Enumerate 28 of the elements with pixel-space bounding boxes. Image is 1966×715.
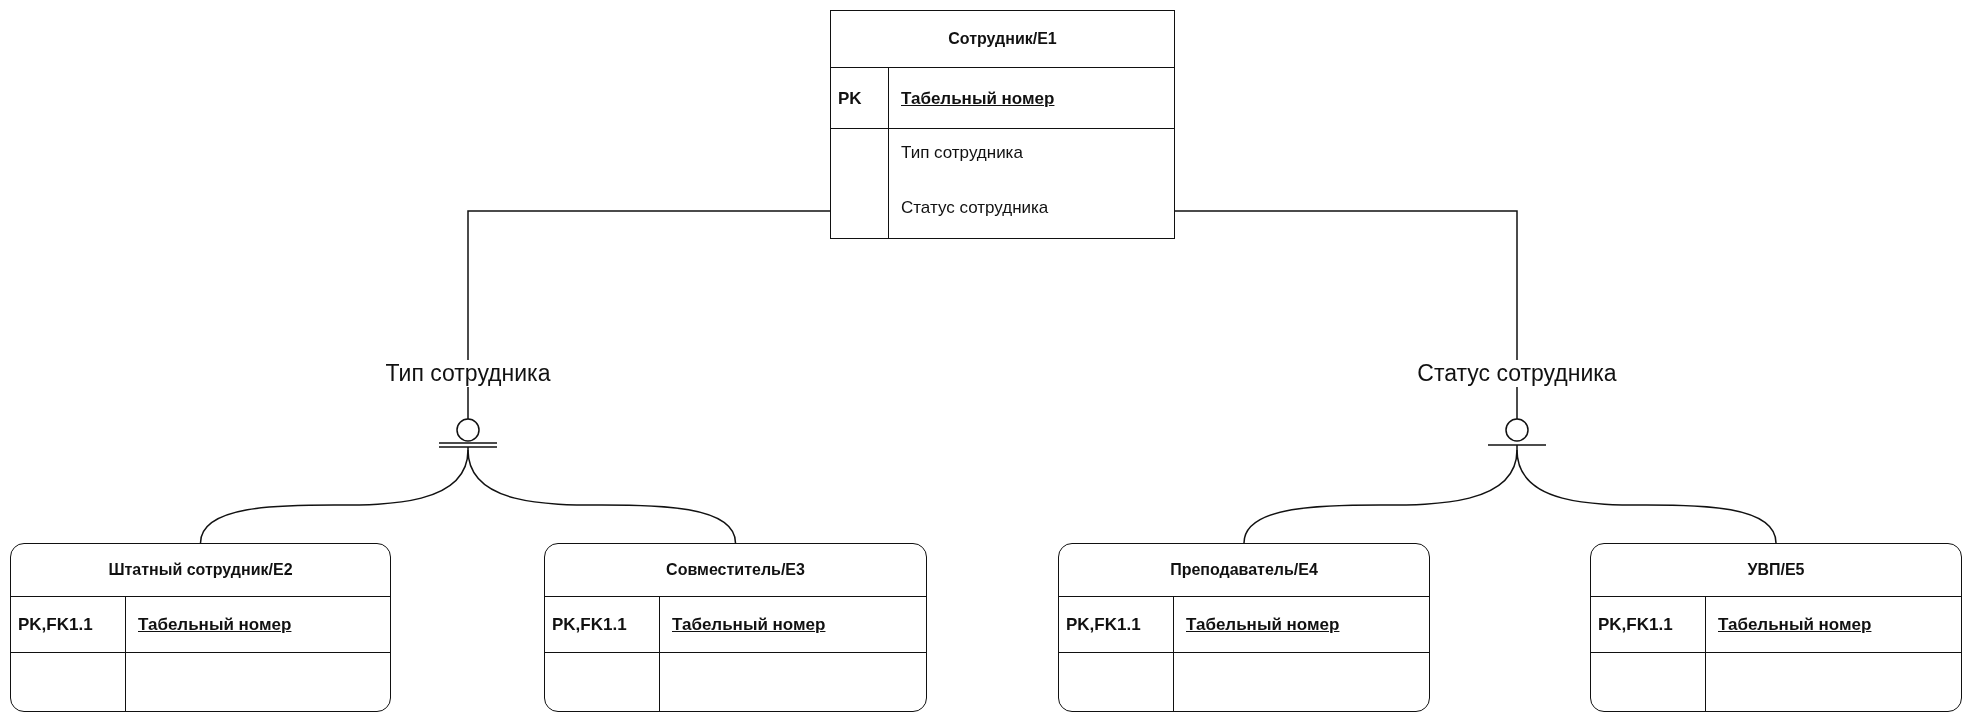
entity-table	[544, 543, 927, 712]
key-label: PK,FK1.1	[18, 615, 93, 635]
key-label: PK,FK1.1	[552, 615, 627, 635]
entity-table	[1590, 543, 1962, 712]
attribute-text: Статус сотрудника	[901, 198, 1049, 218]
primary-key-attribute: Табельный номер	[1186, 615, 1340, 635]
primary-key-attribute: Табельный номер	[138, 615, 292, 635]
entity-table	[1058, 543, 1430, 712]
primary-key-attribute: Табельный номер	[1718, 615, 1872, 635]
entity-table	[830, 10, 1175, 239]
entity-name: УВП/E5	[1747, 561, 1805, 579]
connector-line	[1174, 210, 1518, 420]
connector-line	[1516, 449, 1777, 544]
entity-table	[10, 543, 391, 712]
category-symbol	[1488, 419, 1546, 450]
primary-key-attribute: Табельный номер	[901, 88, 1055, 109]
key-label: PK,FK1.1	[1066, 615, 1141, 635]
primary-key-attribute: Табельный номер	[672, 615, 826, 635]
key-label: PK,FK1.1	[1598, 615, 1673, 635]
category-symbol	[439, 419, 497, 450]
entity-name: Совместитель/E3	[666, 561, 805, 579]
attribute-text: Тип сотрудника	[901, 143, 1023, 163]
entity-name: Штатный сотрудник/E2	[108, 561, 293, 579]
entity-name: Сотрудник/E1	[948, 30, 1057, 48]
connector-line	[467, 449, 737, 544]
key-label: PK	[838, 88, 862, 109]
entity-name: Преподаватель/E4	[1170, 561, 1318, 579]
connector-line	[467, 210, 831, 420]
